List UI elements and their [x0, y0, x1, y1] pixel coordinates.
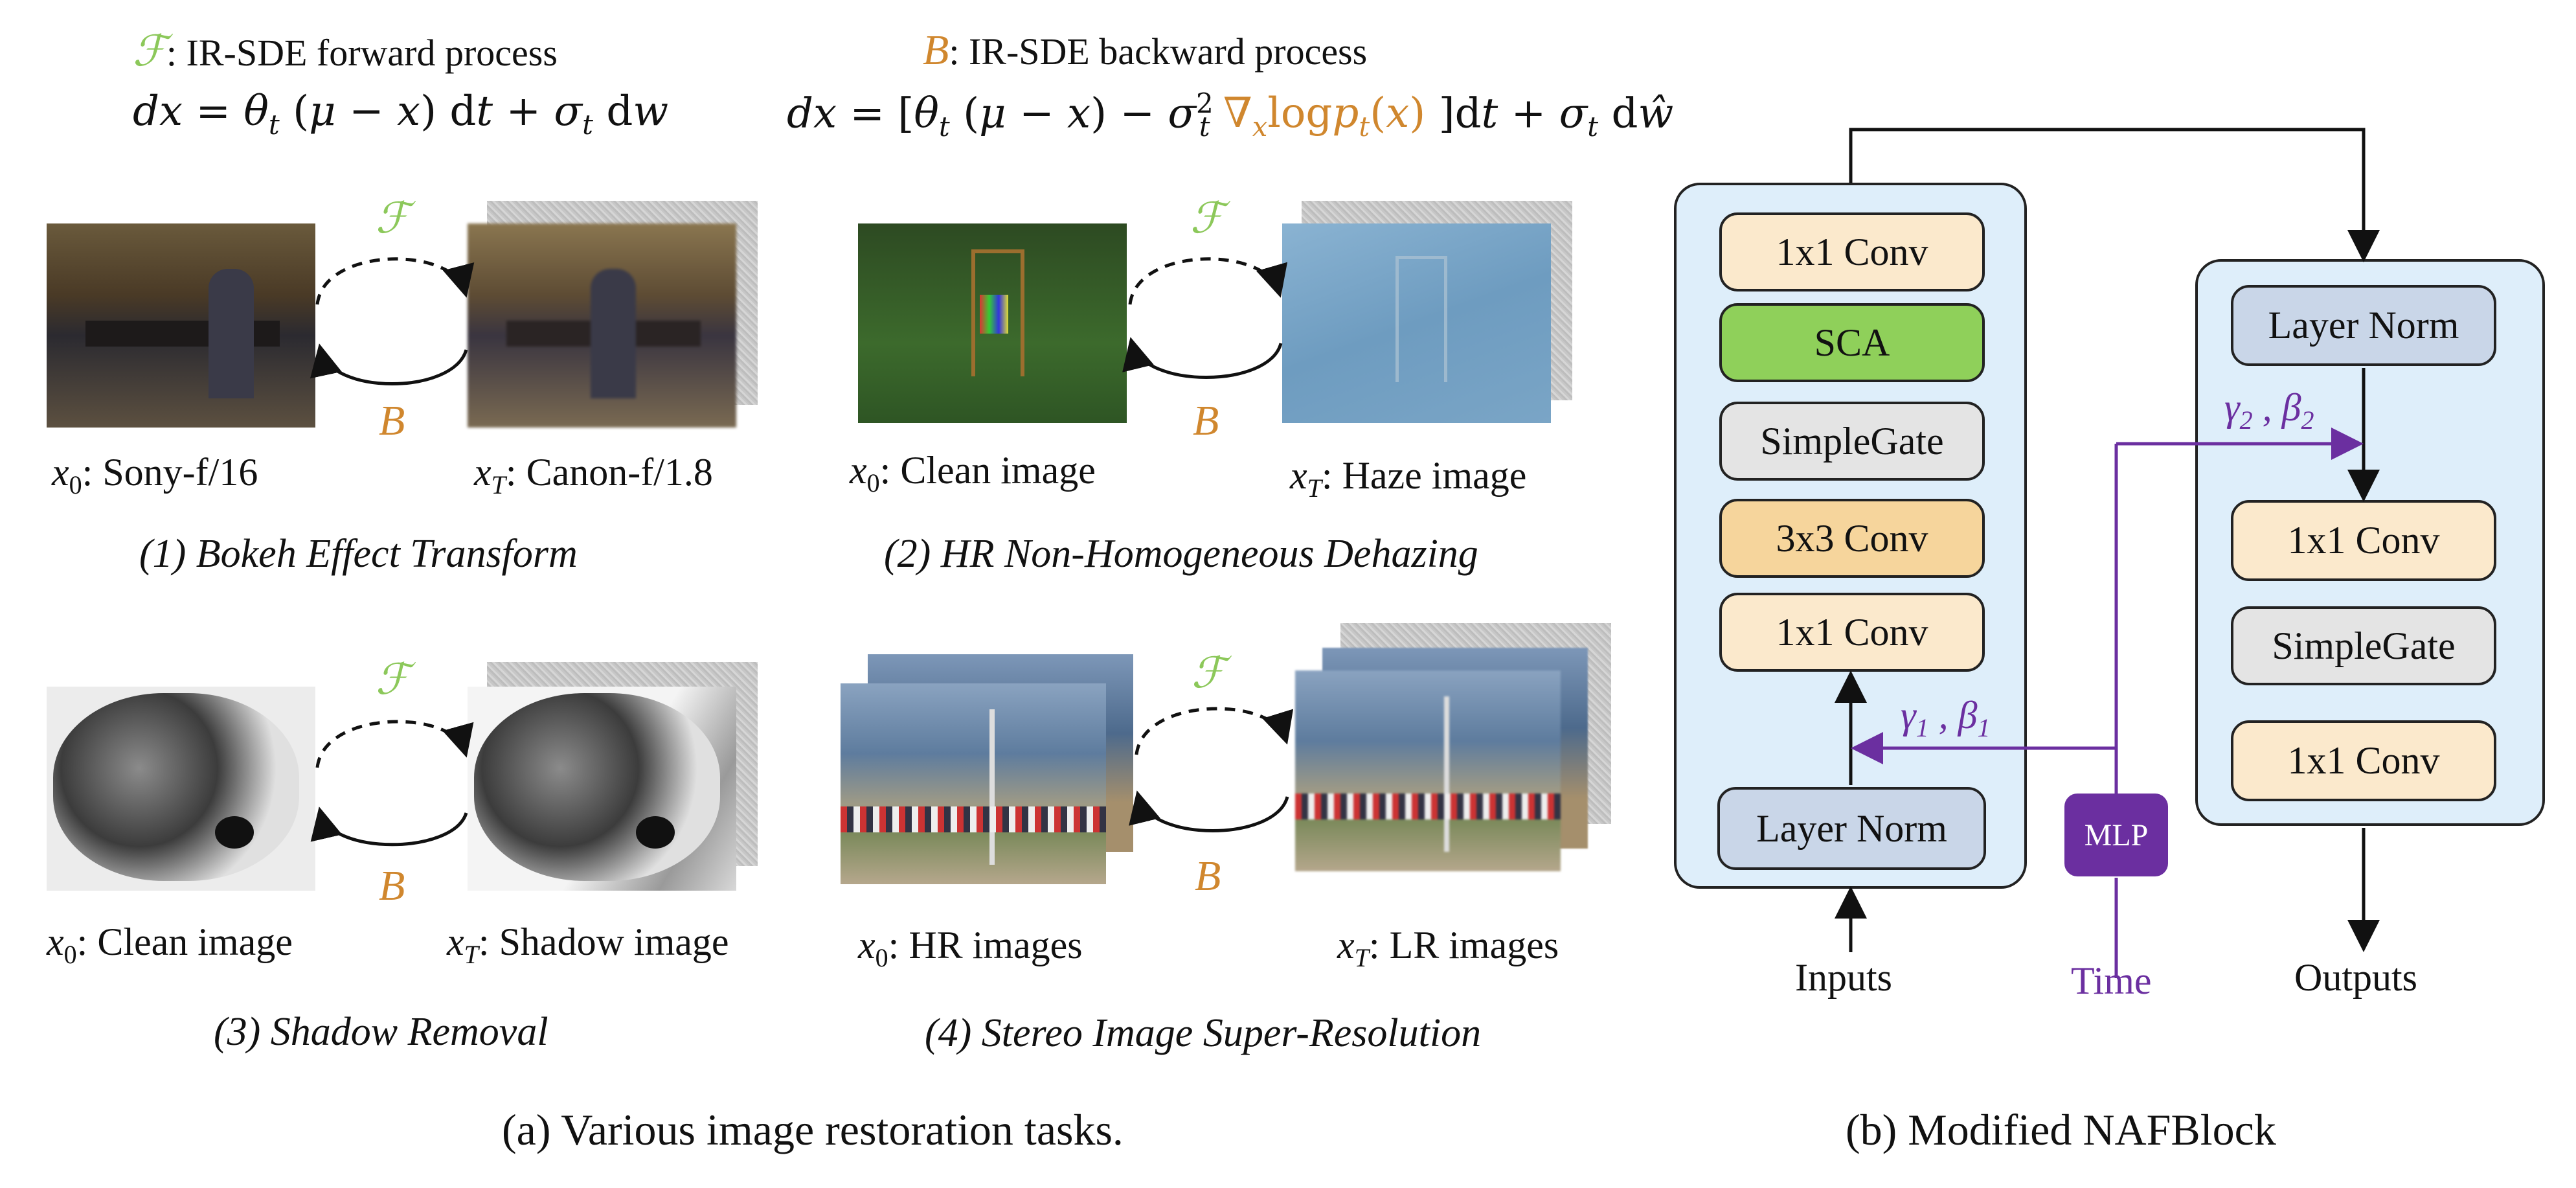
- layer-norm-box: Layer Norm: [1717, 787, 1986, 870]
- backward-process-label: : IR-SDE backward process: [949, 30, 1368, 73]
- inputs-label: Inputs: [1795, 956, 1892, 999]
- task4-x0-label: x0: HR images: [858, 924, 1083, 972]
- forward-label: ℱ: [376, 195, 409, 242]
- backward-arrow: [1129, 790, 1289, 832]
- simplegate-box: SimpleGate: [2231, 606, 2496, 685]
- backward-process-title: B: IR-SDE backward process: [923, 26, 1367, 75]
- task4-title: (4) Stereo Image Super-Resolution: [925, 1011, 1482, 1055]
- mlp-box: MLP: [2064, 794, 2168, 876]
- task3-title: (3) Shadow Removal: [214, 1010, 548, 1054]
- sca-box: SCA: [1719, 303, 1985, 382]
- task3-xT-label: xT: Shadow image: [447, 920, 729, 969]
- forward-label: ℱ: [1190, 195, 1224, 242]
- clean-image-dehaze: [858, 223, 1127, 423]
- task2-x0-label: x0: Clean image: [850, 449, 1096, 497]
- backward-symbol: B: [923, 27, 949, 74]
- haze-image: [1282, 223, 1551, 423]
- caption-a: (a) Various image restoration tasks.: [502, 1105, 1124, 1154]
- forward-symbol: ℱ: [133, 28, 166, 75]
- task1-title: (1) Bokeh Effect Transform: [139, 532, 578, 576]
- backward-label: B: [379, 397, 405, 444]
- task2-title: (2) HR Non-Homogeneous Dehazing: [884, 532, 1478, 576]
- forward-label: ℱ: [1192, 650, 1225, 697]
- task1-x0-label: x0: Sony-f/16: [52, 451, 258, 499]
- conv1x1-box: 1x1 Conv: [2231, 500, 2496, 581]
- gamma2-beta2-label: γ2 , β2: [2224, 386, 2314, 435]
- task3-x0-label: x0: Clean image: [47, 920, 293, 969]
- backward-label: B: [1195, 852, 1221, 900]
- conv1x1-box: 1x1 Conv: [1719, 593, 1985, 672]
- clean-image-shadow: [47, 687, 315, 891]
- cycle-arrows: [310, 257, 1294, 847]
- forward-arrow: [1135, 707, 1294, 755]
- layer-norm-box: Layer Norm: [2231, 285, 2496, 366]
- forward-arrow: [315, 720, 474, 768]
- nafblock-connections: [1835, 128, 2380, 978]
- task4-xT-label: xT: LR images: [1337, 924, 1559, 972]
- hr-image: [841, 683, 1106, 884]
- forward-label: ℱ: [376, 656, 409, 703]
- backward-arrow: [310, 343, 468, 385]
- conv1x1-box: 1x1 Conv: [2231, 720, 2496, 801]
- shadow-image: [468, 687, 736, 891]
- forward-process-title: ℱ: IR-SDE forward process: [133, 26, 558, 76]
- backward-label: B: [1193, 397, 1219, 444]
- forward-equation: dx = θt (μ − x) dt + σt dw: [133, 87, 669, 141]
- skip-connection: [1849, 128, 2380, 262]
- forward-process-label: : IR-SDE forward process: [166, 32, 558, 74]
- backward-arrow: [310, 806, 468, 847]
- backward-label: B: [379, 862, 405, 909]
- conv3x3-box: 3x3 Conv: [1719, 499, 1985, 578]
- task1-xT-label: xT: Canon-f/1.8: [474, 451, 713, 499]
- gamma1-beta1-label: γ1 , β1: [1901, 694, 1991, 742]
- forward-arrow: [1128, 257, 1287, 305]
- time-label: Time: [2071, 959, 2152, 1002]
- sony-f16-image: [47, 223, 315, 428]
- task2-xT-label: xT: Haze image: [1290, 454, 1527, 503]
- canon-f18-image: [468, 223, 736, 428]
- backward-equation: dx = [θt (μ − x) − σ2t ∇xlogpt(x) ]dt + …: [787, 87, 1674, 143]
- simplegate-box: SimpleGate: [1719, 402, 1985, 481]
- caption-b: (b) Modified NAFBlock: [1846, 1105, 2276, 1154]
- outputs-label: Outputs: [2294, 956, 2418, 999]
- conv1x1-box: 1x1 Conv: [1719, 212, 1985, 291]
- backward-arrow: [1122, 337, 1283, 379]
- lr-image: [1295, 670, 1561, 871]
- forward-arrow: [315, 257, 475, 305]
